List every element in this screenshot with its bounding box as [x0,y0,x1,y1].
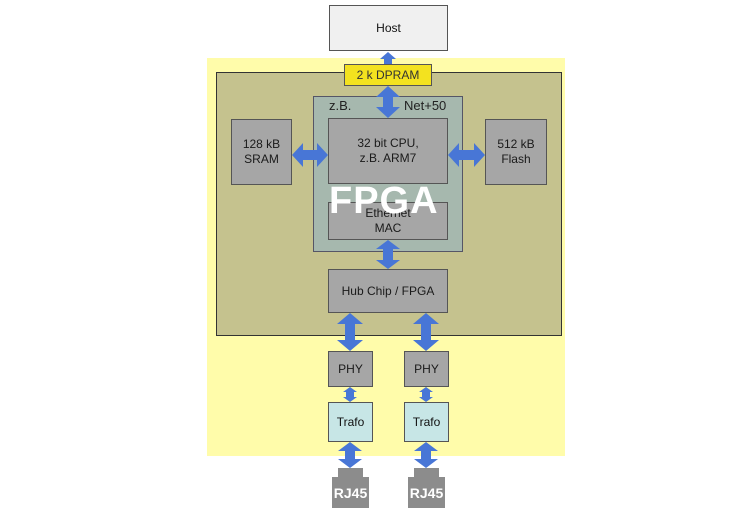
arrow-host-dpram [380,52,396,64]
trafo-box-left: Trafo [328,402,373,442]
arrow-hub-phy-right [413,313,439,351]
arrow-cpu-flash [448,143,485,167]
zb-label: z.B. [329,98,352,113]
arrow-phy-trafo-left [343,387,357,402]
rj45-left-shape [332,468,369,508]
rj45-label-right: RJ45 [409,485,444,502]
arrow-trafo-rj45-left [338,442,362,468]
cpu-box: 32 bit CPU, z.B. ARM7 [328,118,448,184]
arrow-sram-cpu [292,143,328,167]
arrow-eth-hub [376,240,400,269]
phy-box-left: PHY [328,351,373,387]
trafo-box-right: Trafo [404,402,449,442]
phy-box-right: PHY [404,351,449,387]
arrow-hub-phy-left [337,313,363,351]
netplus-label: Net+50 [404,98,447,113]
fpga-label: FPGA [329,180,439,222]
arrow-trafo-rj45-right [414,442,438,468]
host-box: Host [329,5,448,51]
arrow-phy-trafo-right [419,387,433,402]
hub-chip-box: Hub Chip / FPGA [328,269,448,313]
sram-box: 128 kB SRAM [231,119,292,185]
dpram-box: 2 k DPRAM [344,64,432,86]
rj45-label-left: RJ45 [333,485,368,502]
rj45-right-shape [408,468,445,508]
arrow-dpram-cpu [376,86,400,118]
ethernet-mac-box: Ethernet MAC [328,202,448,240]
flash-box: 512 kB Flash [485,119,547,185]
